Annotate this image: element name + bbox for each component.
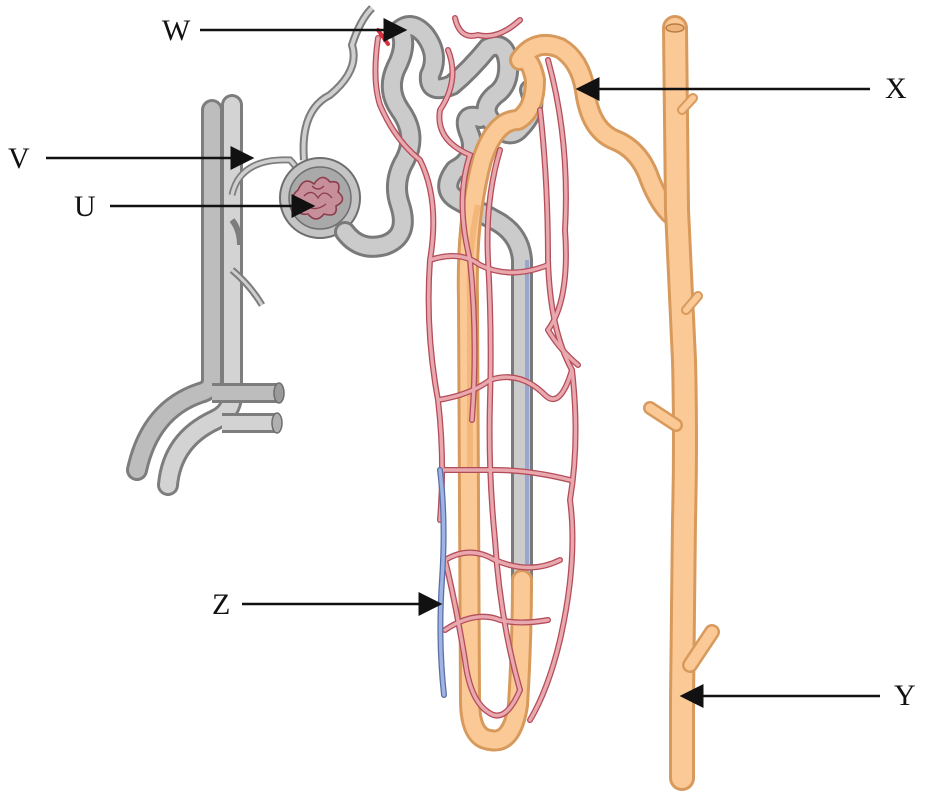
label-Z: Z [212, 588, 230, 621]
label-Y-group: Y [682, 679, 916, 712]
label-V: V [8, 142, 30, 175]
label-Z-group: Z [212, 588, 440, 621]
label-Y: Y [894, 679, 916, 712]
collecting-duct [650, 24, 712, 778]
label-W-group: W [162, 14, 405, 47]
label-U-group: U [74, 190, 313, 223]
renal-vessels [137, 8, 372, 485]
duct-top-cut [666, 24, 684, 32]
label-X: X [885, 72, 907, 105]
vessel-cut-end-bottom [272, 413, 282, 433]
label-W: W [162, 14, 191, 47]
vessel-cut-end-top [274, 383, 284, 403]
label-U: U [74, 190, 96, 223]
label-X-group: X [578, 72, 907, 105]
